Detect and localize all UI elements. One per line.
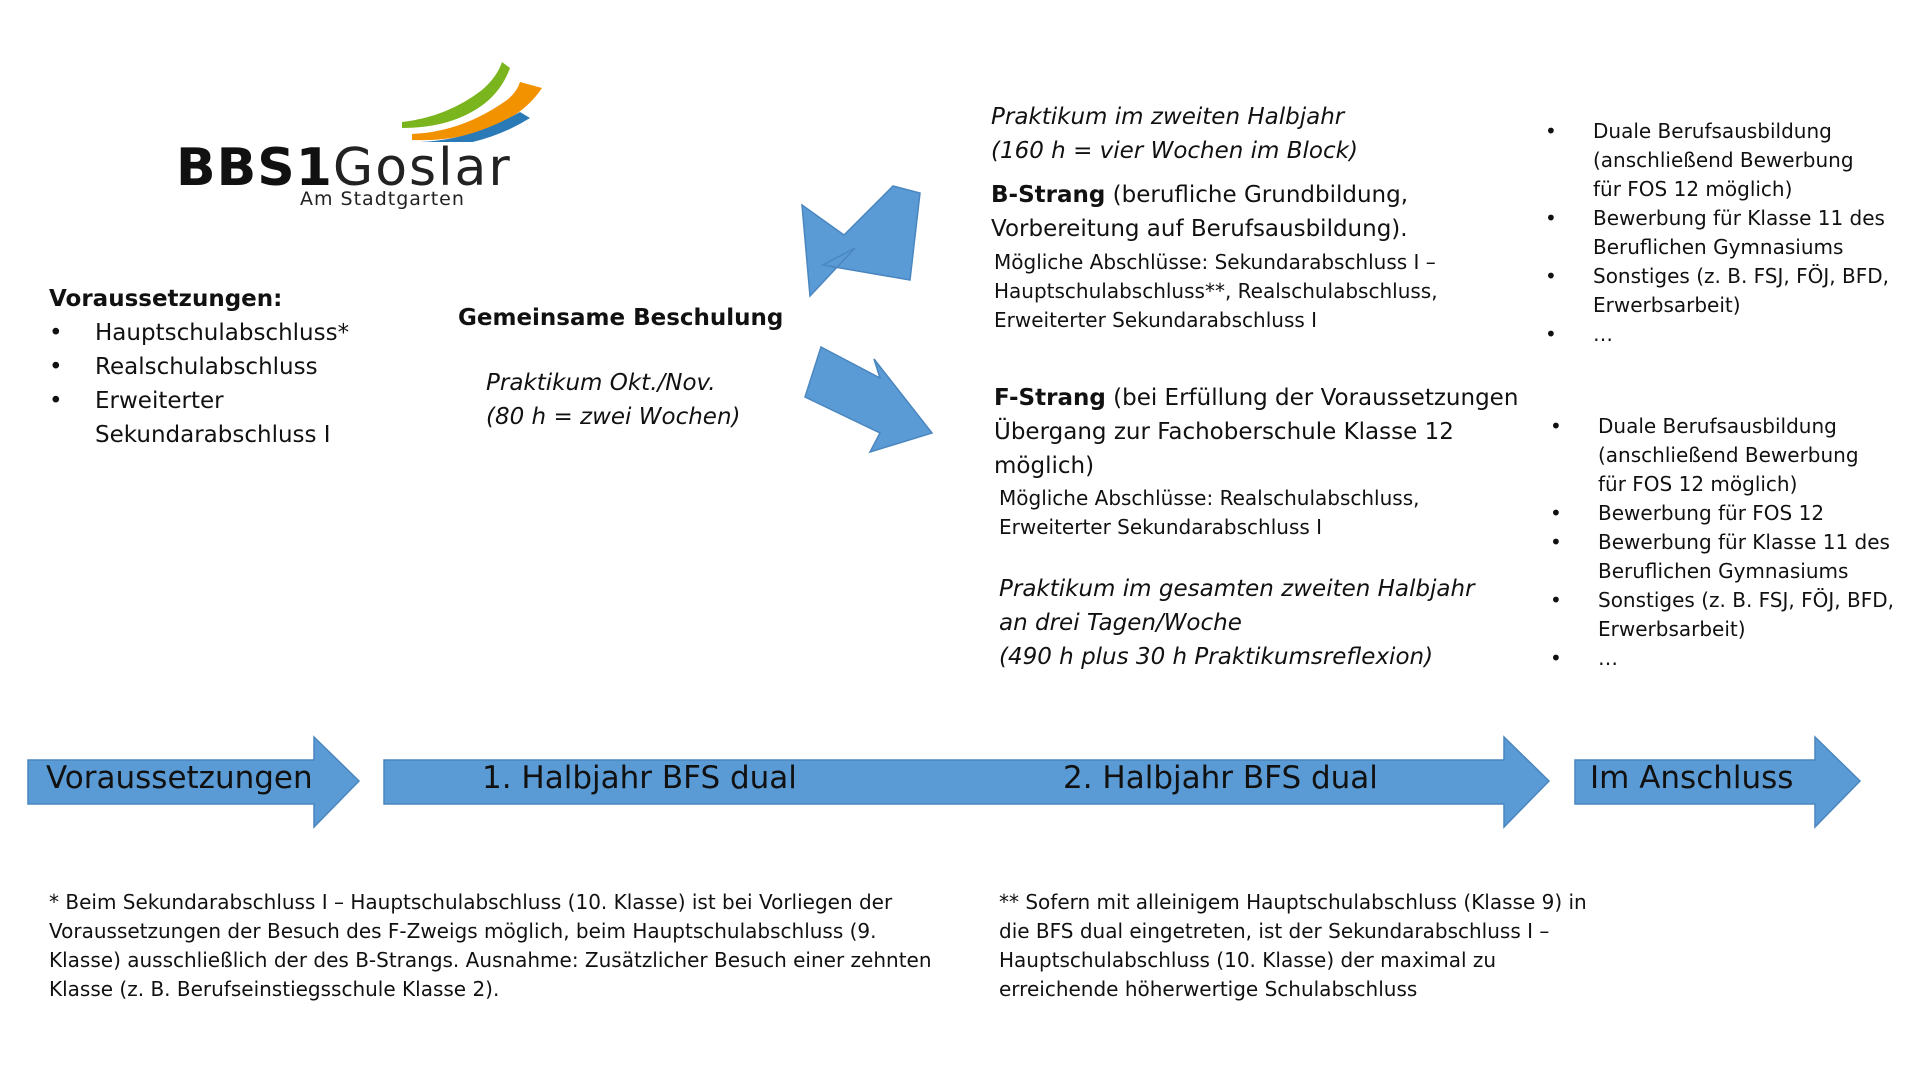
abschluss-line: Hauptschulabschluss**, Realschulabschlus… bbox=[994, 279, 1438, 303]
timeline-label-halbjahr2: 2. Halbjahr BFS dual bbox=[1063, 760, 1378, 796]
f-strang-abschluesse: Mögliche Abschlüsse: Realschulabschluss,… bbox=[999, 484, 1420, 542]
footnote-line: ** Sofern mit alleinigem Hauptschulabsch… bbox=[999, 890, 1587, 914]
list-item: Sonstiges (z. B. FSJ, FÖJ, BFD, Erwerbsa… bbox=[1550, 586, 1910, 644]
list-item: Duale Berufsausbildung (anschließend Bew… bbox=[1545, 117, 1905, 204]
list-line: Duale Berufsausbildung bbox=[1593, 119, 1832, 143]
list-item: Hauptschulabschluss* bbox=[49, 316, 389, 350]
list-line: Beruflichen Gymnasiums bbox=[1593, 235, 1844, 259]
abschluss-line: Erweiterter Sekundarabschluss I bbox=[994, 308, 1318, 332]
b-strang-title: B-Strang (berufliche Grundbildung, Vorbe… bbox=[991, 178, 1408, 246]
abschluss-line: Erweiterter Sekundarabschluss I bbox=[999, 515, 1323, 539]
praktikum-line: Praktikum Okt./Nov. bbox=[486, 370, 716, 396]
f-strang-title: F-Strang (bei Erfüllung der Voraussetzun… bbox=[994, 381, 1518, 483]
timeline-label-halbjahr1: 1. Halbjahr BFS dual bbox=[482, 760, 797, 796]
f-strang-desc: Übergang zur Fachoberschule Klasse 12 bbox=[994, 419, 1454, 445]
list-item: Erweiterter Sekundarabschluss I bbox=[49, 384, 389, 452]
abschluss-line: Mögliche Abschlüsse: Sekundarabschluss I… bbox=[994, 250, 1436, 274]
list-item: … bbox=[1545, 320, 1905, 349]
b-strang-desc: (berufliche Grundbildung, bbox=[1105, 182, 1409, 208]
footnote-line: Klasse) ausschließlich der des B-Strangs… bbox=[49, 948, 932, 972]
list-line: Sonstiges (z. B. FSJ, FÖJ, BFD, bbox=[1593, 264, 1889, 288]
list-line: Bewerbung für Klasse 11 des bbox=[1598, 530, 1890, 554]
list-line: Duale Berufsausbildung bbox=[1598, 414, 1837, 438]
footnote-line: Klasse (z. B. Berufseinstiegsschule Klas… bbox=[49, 977, 500, 1001]
footnote-line: * Beim Sekundarabschluss I – Hauptschula… bbox=[49, 890, 893, 914]
praktikum-line: Praktikum im zweiten Halbjahr bbox=[991, 104, 1345, 130]
list-line: Sonstiges (z. B. FSJ, FÖJ, BFD, bbox=[1598, 588, 1894, 612]
footnote-1: * Beim Sekundarabschluss I – Hauptschula… bbox=[49, 888, 932, 1004]
list-line: (anschließend Bewerbung bbox=[1598, 443, 1859, 467]
list-item: Sonstiges (z. B. FSJ, FÖJ, BFD, Erwerbsa… bbox=[1545, 262, 1905, 320]
list-line: Beruflichen Gymnasiums bbox=[1598, 559, 1849, 583]
voraussetzungen-block: Voraussetzungen: Hauptschulabschluss* Re… bbox=[49, 282, 389, 452]
list-line: Bewerbung für Klasse 11 des bbox=[1593, 206, 1885, 230]
footnote-line: Voraussetzungen der Besuch des F-Zweigs … bbox=[49, 919, 877, 943]
logo-swoosh-icon bbox=[402, 62, 542, 142]
f-strang-desc: (bei Erfüllung der Voraussetzungen bbox=[1105, 385, 1519, 411]
list-item: … bbox=[1550, 644, 1910, 673]
list-line: Bewerbung für FOS 12 bbox=[1598, 501, 1825, 525]
footnote-2: ** Sofern mit alleinigem Hauptschulabsch… bbox=[999, 888, 1587, 1004]
list-line: Erwerbsarbeit) bbox=[1593, 293, 1741, 317]
footnote-line: erreichende höherwertige Schulabschluss bbox=[999, 977, 1418, 1001]
gemeinsam-heading: Gemeinsame Beschulung bbox=[458, 305, 784, 331]
list-item: Bewerbung für FOS 12 bbox=[1550, 499, 1910, 528]
list-item: Bewerbung für Klasse 11 des Beruflichen … bbox=[1550, 528, 1910, 586]
f-strang-praktikum: Praktikum im gesamten zweiten Halbjahr a… bbox=[999, 572, 1475, 674]
logo-subtitle: Am Stadtgarten bbox=[300, 188, 465, 210]
b-strang-desc: Vorbereitung auf Berufsausbildung). bbox=[991, 216, 1408, 242]
anschluss-b-list: Duale Berufsausbildung (anschließend Bew… bbox=[1545, 117, 1905, 349]
list-line: … bbox=[1598, 646, 1618, 670]
f-strang-desc: möglich) bbox=[994, 453, 1095, 479]
praktikum-line: (490 h plus 30 h Praktikumsreflexion) bbox=[999, 644, 1434, 670]
arrow-down-right bbox=[804, 345, 934, 454]
gemeinsam-praktikum: Praktikum Okt./Nov. (80 h = zwei Wochen) bbox=[486, 366, 741, 434]
list-line: (anschließend Bewerbung bbox=[1593, 148, 1854, 172]
abschluss-line: Mögliche Abschlüsse: Realschulabschluss, bbox=[999, 486, 1420, 510]
voraussetzungen-heading: Voraussetzungen: bbox=[49, 286, 283, 312]
timeline-arrow-voraussetzungen bbox=[27, 735, 361, 829]
list-line: für FOS 12 möglich) bbox=[1598, 472, 1798, 496]
logo-wordmark: BBS1Goslar bbox=[176, 138, 512, 198]
list-line: Erwerbsarbeit) bbox=[1598, 617, 1746, 641]
praktikum-line: (80 h = zwei Wochen) bbox=[486, 404, 741, 430]
praktikum-line: Praktikum im gesamten zweiten Halbjahr bbox=[999, 576, 1475, 602]
school-logo: BBS1Goslar Am Stadtgarten bbox=[172, 62, 552, 222]
list-line: für FOS 12 möglich) bbox=[1593, 177, 1793, 201]
timeline-arrow-bfs-dual bbox=[383, 735, 1551, 829]
timeline-label-anschluss: Im Anschluss bbox=[1590, 760, 1794, 796]
anschluss-f-list: Duale Berufsausbildung (anschließend Bew… bbox=[1550, 412, 1910, 673]
praktikum-line: (160 h = vier Wochen im Block) bbox=[991, 138, 1358, 164]
list-item: Duale Berufsausbildung (anschließend Bew… bbox=[1550, 412, 1910, 499]
arrow-up-right bbox=[801, 185, 921, 298]
timeline-label-voraussetzungen: Voraussetzungen bbox=[46, 760, 313, 796]
praktikum-line: an drei Tagen/Woche bbox=[999, 610, 1242, 636]
footnote-line: Hauptschulabschluss (10. Klasse) der max… bbox=[999, 948, 1497, 972]
list-item: Bewerbung für Klasse 11 des Beruflichen … bbox=[1545, 204, 1905, 262]
timeline-arrow-anschluss bbox=[1574, 735, 1862, 829]
list-line: … bbox=[1593, 322, 1613, 346]
f-strang-label: F-Strang bbox=[994, 385, 1106, 411]
b-strang-abschluesse: Mögliche Abschlüsse: Sekundarabschluss I… bbox=[994, 248, 1438, 335]
b-strang-praktikum: Praktikum im zweiten Halbjahr (160 h = v… bbox=[991, 100, 1358, 168]
footnote-line: die BFS dual eingetreten, ist der Sekund… bbox=[999, 919, 1550, 943]
list-item: Realschulabschluss bbox=[49, 350, 389, 384]
b-strang-label: B-Strang bbox=[991, 182, 1106, 208]
